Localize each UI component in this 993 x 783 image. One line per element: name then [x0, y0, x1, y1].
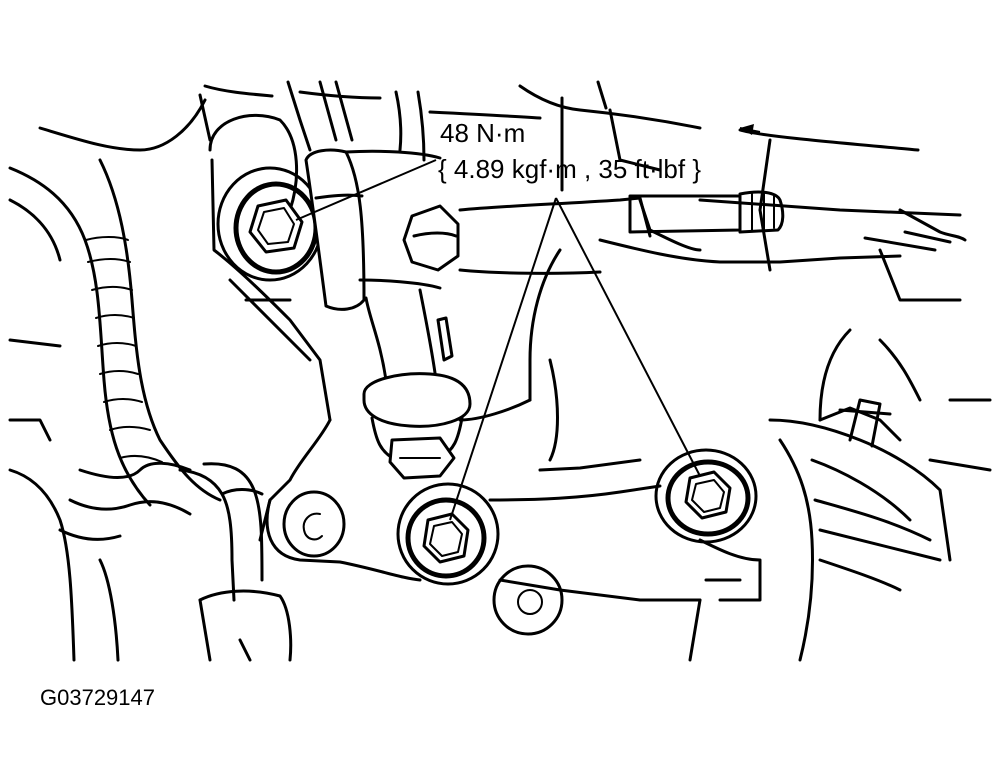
torque-value-alternate-units: { 4.89 kgf·m , 35 ft·lbf } — [438, 154, 702, 184]
bracket-body — [208, 113, 922, 602]
upper-housing-contours — [38, 80, 967, 302]
right-housing — [688, 398, 992, 662]
mounting-hole-left — [282, 490, 346, 558]
right-bolt — [654, 448, 758, 544]
lower-left-pipe — [178, 462, 293, 662]
center-bolt — [396, 482, 500, 586]
torque-leader-lines — [295, 159, 701, 521]
mounting-hole-bottom — [492, 564, 564, 636]
figure-code: G03729147 — [40, 685, 155, 710]
left-hose — [8, 158, 222, 662]
link-rod — [304, 148, 472, 480]
upper-link-nut — [402, 190, 785, 275]
torque-value-nm: 48 N·m — [440, 118, 526, 148]
upper-left-bolt — [216, 166, 324, 282]
